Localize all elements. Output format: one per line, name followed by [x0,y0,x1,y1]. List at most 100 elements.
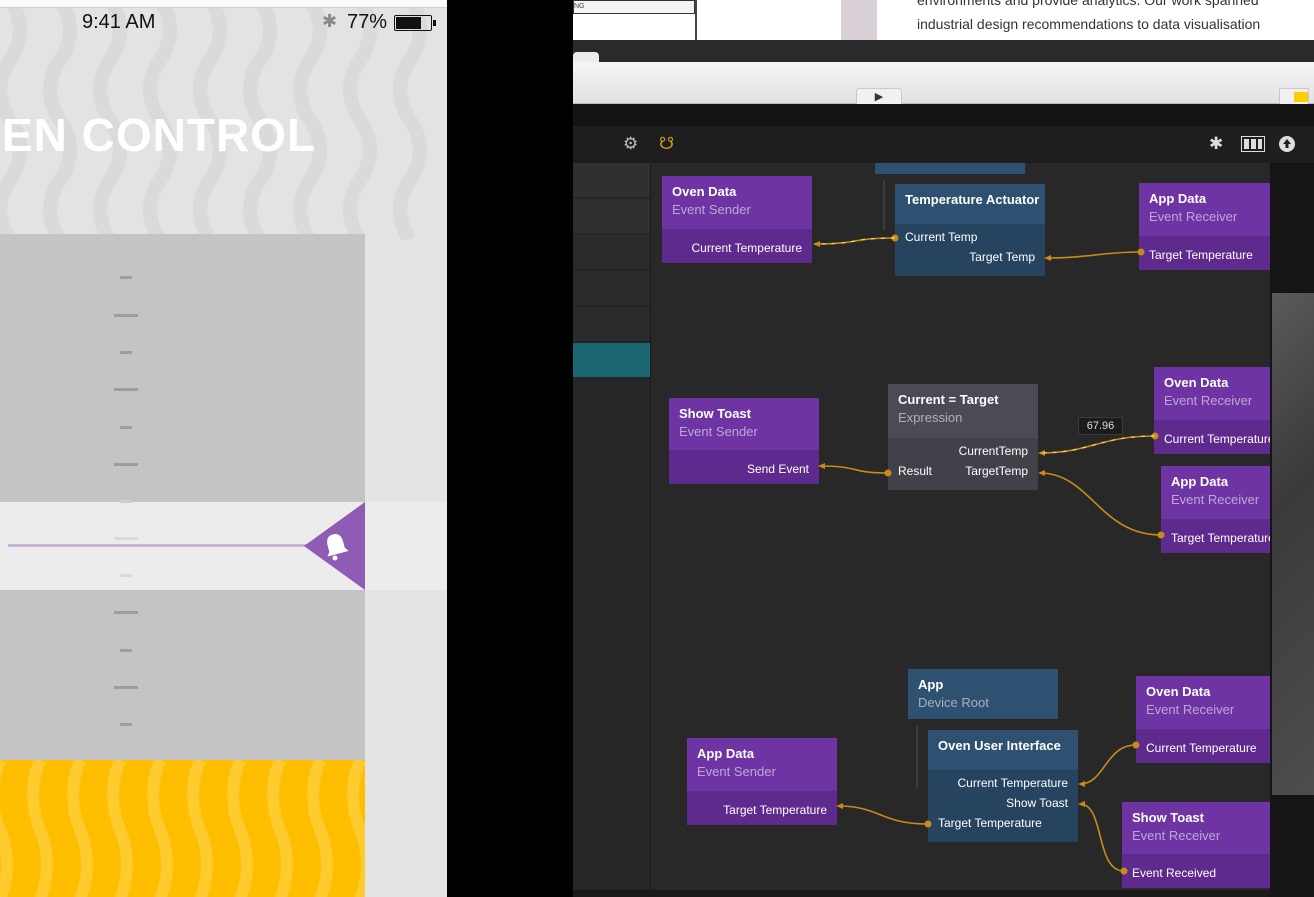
node-title: Show Toast [1132,810,1204,825]
app-title: EN CONTROL [2,109,317,161]
preview-image [1272,293,1314,795]
node-title: Oven Data [672,184,737,199]
sidebar-item[interactable] [573,307,650,342]
node-title: Show Toast [679,406,751,421]
battery-fill [396,17,422,29]
node-type: Event Sender [679,424,758,439]
grid-icon[interactable] [1279,88,1309,104]
browser-tab[interactable] [573,52,599,62]
canvas-bottom-edge [573,890,1270,897]
gauge-tick [120,500,132,503]
hierarchy-line [883,180,885,230]
bluetooth-icon: ✱ [322,11,338,31]
port-current-temperature[interactable]: Current Temperature [957,776,1069,790]
port-current-temperature[interactable]: Current Temperature [1164,432,1270,446]
sidebar-item[interactable] [573,235,650,270]
port-current-temp[interactable]: Current Temp [905,230,978,244]
sidebar-item[interactable] [573,271,650,306]
node-title: Oven Data [1146,684,1211,699]
node-title: Oven User Interface [938,738,1061,753]
bell-icon[interactable] [304,502,366,590]
live-value-tooltip: 67.96 [1078,417,1123,435]
battery-icon [394,15,436,31]
battery-tip [433,20,436,26]
node-type: Event Receiver [1164,393,1253,408]
port-send-event[interactable]: Send Event [746,462,809,476]
node-title: Oven Data [1164,375,1229,390]
port-current-temperature[interactable]: Current Temperature [1146,741,1257,755]
bug-icon[interactable]: ✱ [1209,134,1224,153]
port-target-temperature[interactable]: Target Temperature [938,816,1042,830]
article-text-line: industrial design recommendations to dat… [917,16,1261,32]
gauge-tick [120,426,132,429]
gauge-tick [120,351,132,354]
gauge-tick [114,611,138,614]
node-temperature-actuator[interactable]: Temperature Actuator Current Temp Target… [895,184,1045,276]
node-oven-user-interface[interactable]: Oven User Interface Current Temperature … [928,730,1078,842]
gauge-tick [114,388,138,391]
node-title: App Data [697,746,755,761]
gauge-tick [120,574,132,577]
gauge-tick [120,276,132,279]
port-show-toast[interactable]: Show Toast [1006,796,1068,810]
node-title: Temperature Actuator [905,192,1040,207]
sidebar-item-selected[interactable] [573,343,650,378]
node-type: Event Receiver [1149,209,1238,224]
window-gap [447,0,573,897]
gauge-tick [120,723,132,726]
node-title: App Data [1149,191,1207,206]
port-result[interactable]: Result [898,464,933,478]
pin-icon[interactable]: ☋ [659,134,675,153]
phone-preview: 9:41 AM ✱ 77% EN CONTROL [0,0,447,897]
port-current-temperature[interactable]: Current Temperature [691,241,803,255]
port-target-temperature[interactable]: Target Temperature [723,803,827,817]
background-wave-pattern [0,0,447,240]
port-target-temperature[interactable]: Target Temperature [1171,531,1270,545]
target-line [8,544,308,547]
decorative-block [841,0,877,40]
gauge-upper[interactable] [0,234,365,502]
gauge-tick [114,686,138,689]
node-type: Event Sender [672,202,751,217]
gauge-tick [114,314,138,317]
yellow-wave-panel[interactable] [0,760,365,897]
node-title: App [918,677,944,692]
sidebar-item[interactable] [573,199,650,234]
gauge-tick [114,463,138,466]
sidebar-item[interactable] [573,163,650,198]
webpage-background: NG environments and provide analytics. O… [573,0,1314,40]
component-sidebar [573,163,651,897]
browser-toolbar: ▶ [573,62,1314,104]
port-target-temp[interactable]: Target Temp [969,250,1035,264]
upload-icon[interactable] [1278,135,1296,158]
columns-icon[interactable] [1241,136,1265,157]
article-thumbnail[interactable]: NG [573,0,695,14]
gear-icon[interactable]: ⚙ [623,134,639,153]
browser-url-edge [0,0,447,8]
port-currenttemp[interactable]: CurrentTemp [958,444,1028,458]
port-event-received[interactable]: Event Received [1132,866,1217,880]
node-type: Expression [898,410,963,425]
gauge-tick [114,537,138,540]
window-separator [573,104,1314,126]
node-type: Event Receiver [1146,702,1235,717]
gauge-tick [120,649,132,652]
node-type: Event Receiver [1171,492,1260,507]
gauge-lower[interactable] [0,590,365,760]
play-icon[interactable]: ▶ [856,88,902,104]
port-targettemp[interactable]: TargetTemp [965,464,1028,478]
node-type: Event Receiver [1132,828,1221,843]
node-header-partial[interactable] [875,163,1025,174]
port-target-temperature[interactable]: Target Temperature [1149,248,1253,262]
preview-strip [1270,163,1314,897]
